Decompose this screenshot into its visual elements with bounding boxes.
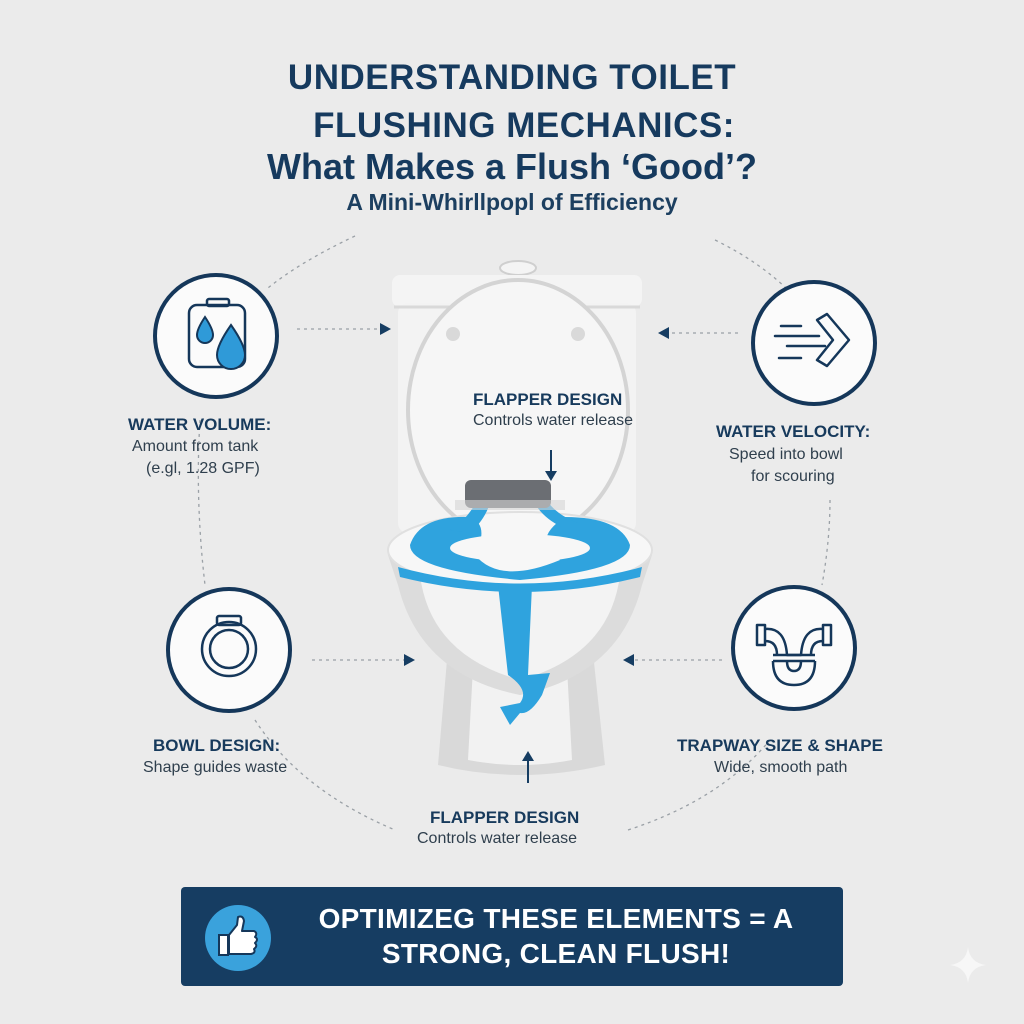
water-volume-heading: WATER VOLUME: [128,415,272,434]
trapway-circle [731,585,857,711]
banner-line-1: OPTIMIZEG THESE ELEMENTS = A [318,903,794,934]
toilet-bowl-icon [200,614,258,678]
water-velocity-line1: Speed into bowl [729,446,843,463]
thumbs-up-icon [205,905,271,971]
arrow-left-icon [658,327,669,339]
subtitle: A Mini-Whirllpopl of Efficiency [346,189,678,215]
flapper-sub-top: Controls water release [473,412,634,429]
water-volume-circle [153,273,279,399]
title-line-2: FLUSHING MECHANICS: [313,106,735,145]
water-velocity-line2: for scouring [751,468,835,485]
summary-banner: OPTIMIZEG THESE ELEMENTS = A STRONG, CLE… [181,887,843,986]
flapper-sub-bottom: Controls water release [417,830,578,847]
bowl-design-circle [166,587,292,713]
water-velocity-circle [751,280,877,406]
title-line-1: UNDERSTANDING TOILET [287,58,737,97]
arrow-left-icon [623,654,634,666]
sparkle-icon [950,947,986,983]
bowl-design-line1: Shape guides waste [143,759,288,776]
flapper-heading-bottom: FLAPPER DESIGN [430,808,580,827]
speed-arrow-icon [773,312,851,368]
trapway-heading: TRAPWAY SIZE & SHAPE [677,736,883,755]
banner-line-2: STRONG, CLEAN FLUSH! [381,938,731,969]
trapway-line1: Wide, smooth path [714,759,848,776]
toilet-illustration [387,260,653,783]
bowl-design-heading: BOWL DESIGN: [153,736,281,755]
water-volume-line1: Amount from tank [132,438,259,455]
water-tank-drops-icon [187,297,247,370]
title-line-3: What Makes a Flush ‘Good’? [266,146,758,187]
arrow-right-icon [404,654,415,666]
pipe-trap-icon [755,623,833,687]
arrow-right-icon [380,323,391,335]
water-velocity-heading: WATER VELOCITY: [716,422,871,441]
flapper-heading-top: FLAPPER DESIGN [473,390,623,409]
water-volume-line2: (e.gl, 1.28 GPF) [146,460,260,477]
